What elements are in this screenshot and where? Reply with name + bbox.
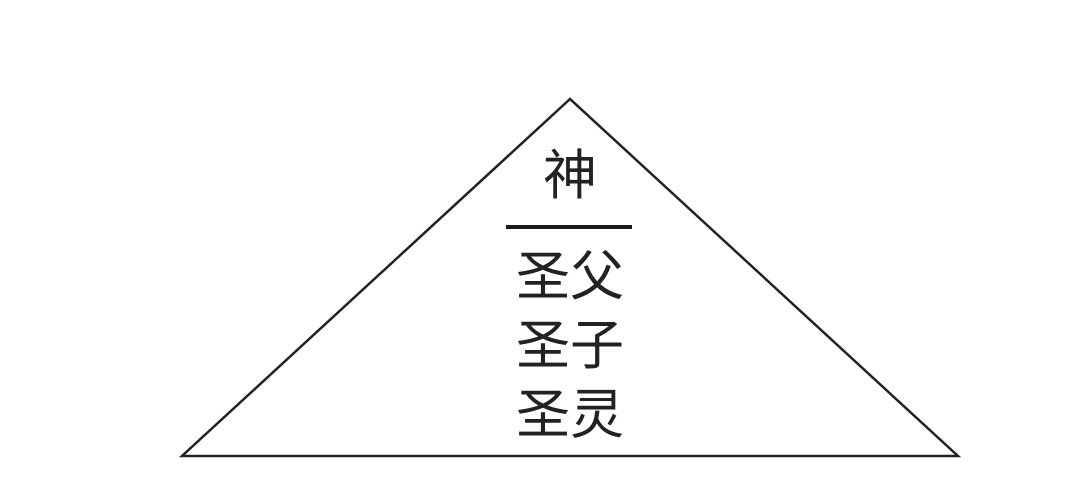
father-label: 圣父 — [516, 245, 624, 308]
spirit-label: 圣灵 — [516, 383, 624, 446]
divider-bar — [506, 225, 632, 229]
god-label: 神 — [543, 144, 597, 207]
son-label: 圣子 — [516, 314, 624, 377]
